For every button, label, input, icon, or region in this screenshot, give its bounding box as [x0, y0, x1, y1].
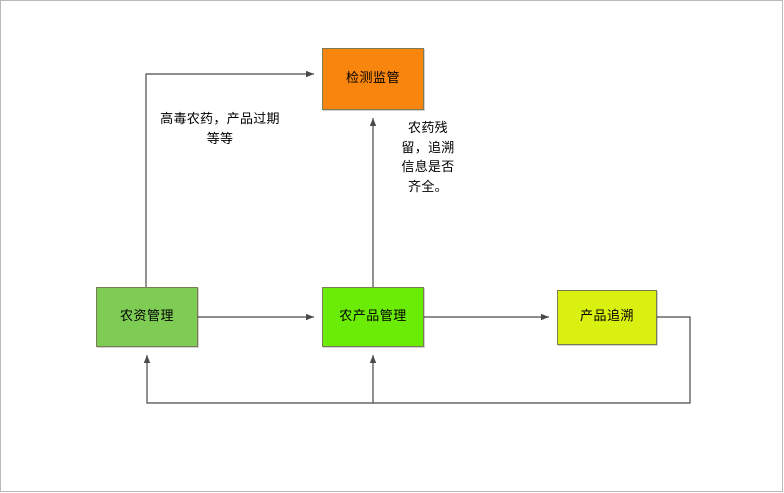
- node-product-traceability[interactable]: 产品追溯: [557, 290, 657, 345]
- node-label-agri-input-management: 农资管理: [119, 308, 174, 324]
- node-label-product-traceability: 产品追溯: [579, 309, 634, 325]
- edge-traceability-feedback-to-product: [369, 316, 691, 404]
- node-label-agri-product-management: 农产品管理: [339, 308, 407, 324]
- node-inspection-supervision[interactable]: 检测监管: [322, 48, 424, 110]
- edge-input-to-inspection: [145, 70, 314, 287]
- node-agri-input-management[interactable]: 农资管理: [96, 287, 198, 347]
- annotation-toxic-pesticide: 高毒农药，产品过期等等: [160, 112, 280, 147]
- node-agri-product-management[interactable]: 农产品管理: [322, 287, 424, 347]
- annotation-residue-traceability: 农药残留，追溯信息是否齐全。: [401, 121, 455, 195]
- node-label-inspection-supervision: 检测监管: [345, 70, 400, 86]
- edge-traceability-feedback-to-input: [143, 355, 373, 404]
